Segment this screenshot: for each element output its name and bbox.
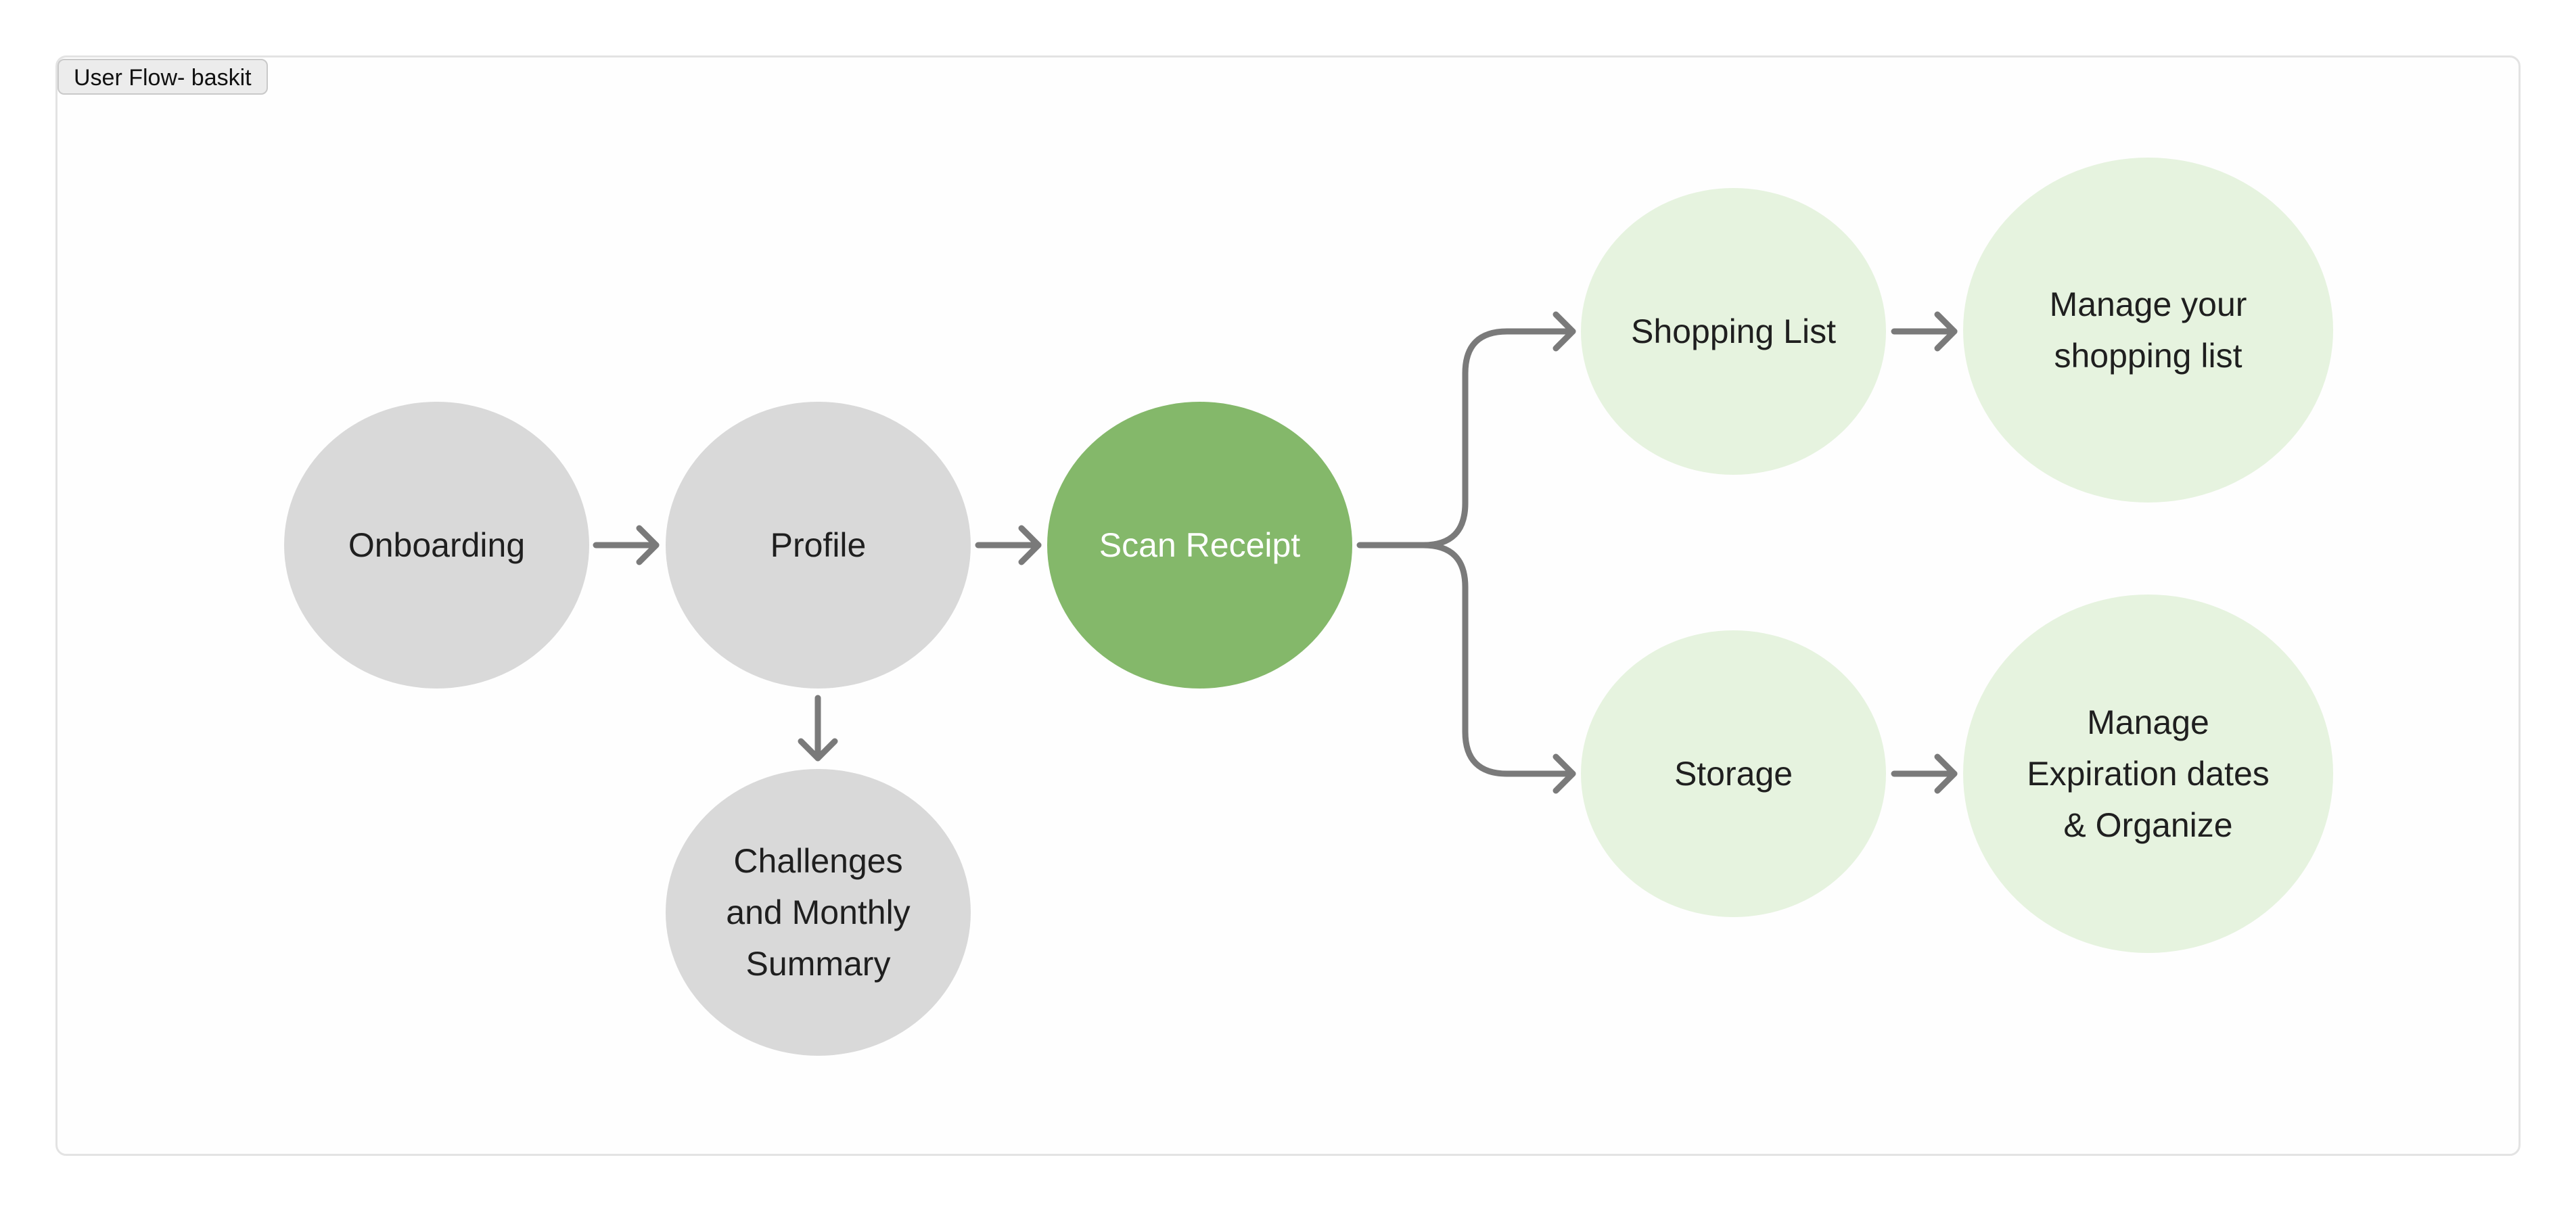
node-manage-shopping-list-label: Manage your shopping list bbox=[2049, 285, 2247, 375]
node-shopping-list[interactable]: Shopping List bbox=[1581, 188, 1886, 475]
arrow-storage-to-manage-expiration bbox=[1891, 753, 1958, 794]
node-manage-expiration-organize[interactable]: Manage Expiration dates & Organize bbox=[1963, 595, 2333, 953]
node-profile[interactable]: Profile bbox=[666, 402, 971, 689]
node-storage[interactable]: Storage bbox=[1581, 630, 1886, 917]
node-scan-receipt[interactable]: Scan Receipt bbox=[1047, 402, 1352, 689]
node-manage-expiration-label: Manage Expiration dates & Organize bbox=[2027, 703, 2270, 844]
node-scan-receipt-label: Scan Receipt bbox=[1099, 526, 1301, 564]
frame-title[interactable]: User Flow- baskit bbox=[58, 59, 268, 95]
node-onboarding-label: Onboarding bbox=[348, 526, 526, 564]
branch-scan-receipt-to-shopping-list bbox=[1356, 311, 1576, 549]
arrow-shopping-list-to-manage bbox=[1891, 311, 1958, 352]
node-storage-label: Storage bbox=[1674, 755, 1793, 793]
node-challenges-monthly-summary[interactable]: Challenges and Monthly Summary bbox=[666, 769, 971, 1056]
node-profile-label: Profile bbox=[770, 526, 867, 564]
node-challenges-label: Challenges and Monthly Summary bbox=[726, 842, 911, 983]
arrow-onboarding-to-profile bbox=[593, 525, 660, 565]
branch-scan-receipt-to-storage bbox=[1420, 542, 1576, 794]
node-shopping-list-label: Shopping List bbox=[1630, 312, 1836, 350]
node-onboarding[interactable]: Onboarding bbox=[284, 402, 589, 689]
arrow-profile-to-challenges bbox=[798, 695, 838, 762]
arrow-profile-to-scan-receipt bbox=[975, 525, 1042, 565]
node-manage-shopping-list[interactable]: Manage your shopping list bbox=[1963, 158, 2333, 503]
